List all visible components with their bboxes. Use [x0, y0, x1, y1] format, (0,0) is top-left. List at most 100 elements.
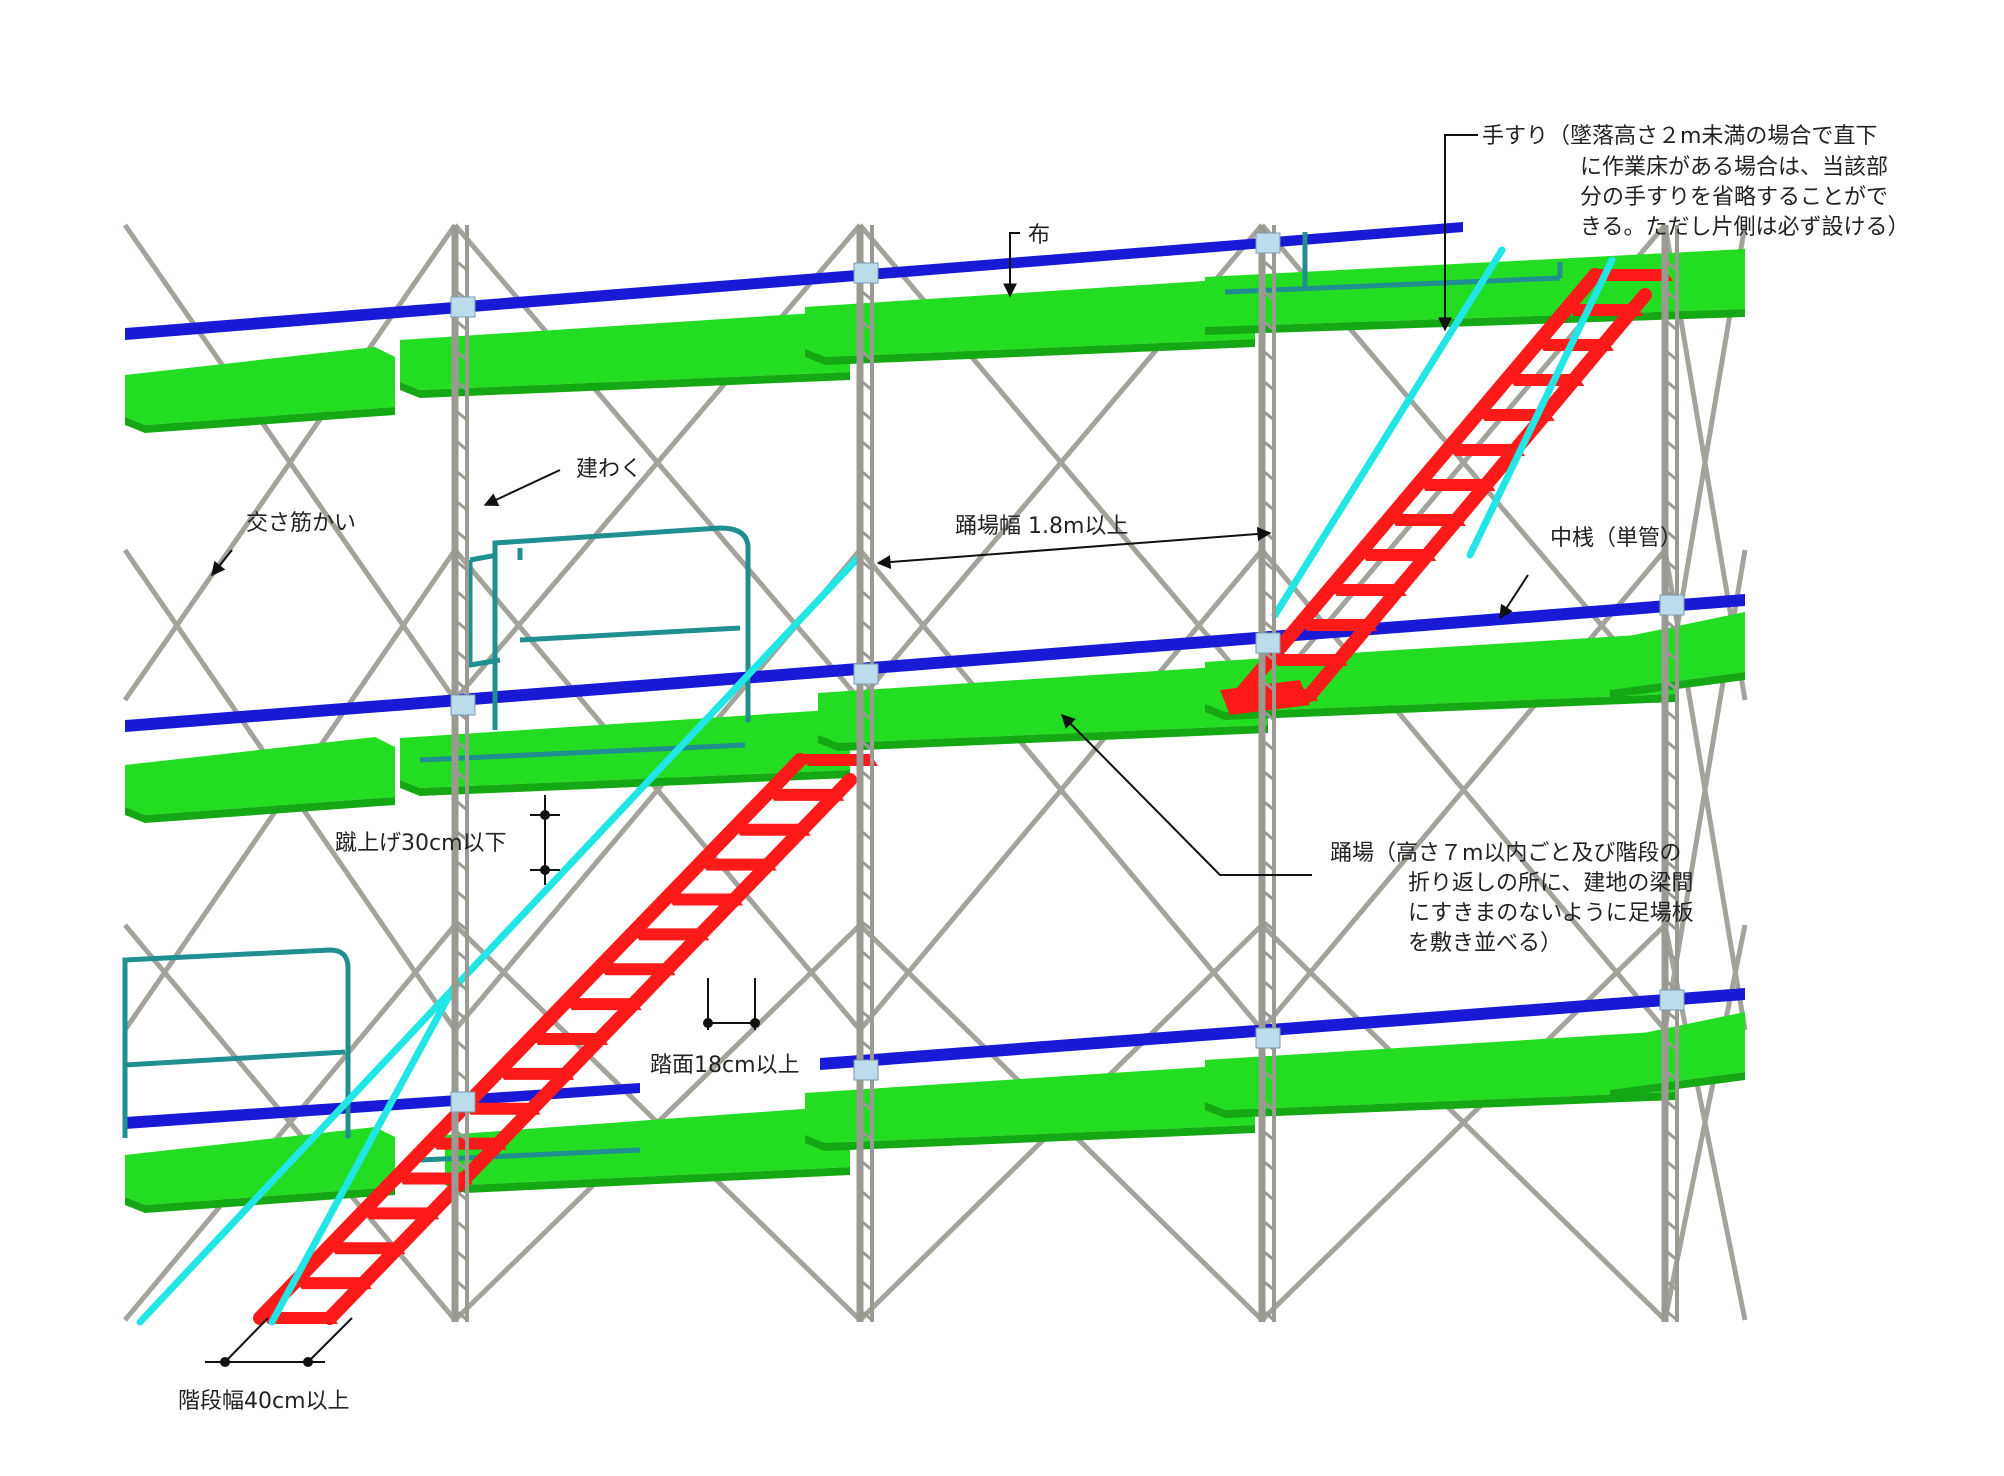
frame-rung-2-1100: [1261, 1098, 1275, 1112]
stair-upper-tread-3: [1328, 584, 1407, 596]
frame-rung-2-860: [1261, 858, 1275, 872]
deck-board-10: [445, 1107, 850, 1185]
cross-brace-21: [123, 923, 457, 1322]
frame-rung-0-770: [454, 768, 468, 782]
label-nuno: 布: [1028, 223, 1050, 248]
frame-rung-3-530: [1664, 528, 1678, 542]
deck-board-edge-2: [805, 339, 1255, 365]
deck-board-edge-4: [125, 797, 395, 823]
stair-width-dot-right: [303, 1357, 313, 1367]
frame-rung-3-350: [1664, 348, 1678, 362]
deck-board-4: [125, 737, 395, 815]
frame-rung-1-1130: [859, 1128, 873, 1142]
frame-rung-0-380: [454, 378, 468, 392]
frame-rung-0-980: [454, 978, 468, 992]
guard-frame-middle: [492, 525, 751, 730]
frame-rung-2-770: [1261, 768, 1275, 782]
deck-board-edge-0: [125, 407, 395, 433]
handrails: [136, 246, 1616, 1326]
frame-rung-2-1220: [1261, 1218, 1275, 1232]
frame-rung-1-950: [859, 948, 873, 962]
deck-board-1: [400, 312, 850, 390]
frame-rung-0-590: [454, 588, 468, 602]
stair-lower-tread-1: [293, 1277, 372, 1290]
leader-landing: [1061, 714, 1312, 876]
guard-frame-lower-inner: [124, 1049, 346, 1068]
label-landing-3: にすきまのないように足場板: [1408, 901, 1694, 926]
frame-rung-2-950: [1261, 948, 1275, 962]
stair-lower-tread-2: [327, 1242, 406, 1255]
handrail-upper-2: [1466, 256, 1616, 559]
frame-rung-1-290: [859, 288, 873, 302]
frame-rung-1-1100: [859, 1098, 873, 1112]
deck-board-6: [818, 665, 1268, 743]
frame-rung-0-500: [454, 498, 468, 512]
frame-rung-0-1280: [454, 1278, 468, 1292]
frame-rung-2-1160: [1261, 1158, 1275, 1172]
frame-rung-2-290: [1261, 288, 1275, 302]
frame-rung-3-1190: [1664, 1188, 1678, 1202]
guard-frames: [122, 232, 1563, 1163]
frame-rung-0-650: [454, 648, 468, 662]
frame-rung-1-470: [859, 468, 873, 482]
frame-rung-3-470: [1664, 468, 1678, 482]
stair-lower-tread-8: [530, 1033, 608, 1045]
frame-rung-0-410: [454, 408, 468, 422]
stair-upper-stringer-a: [1233, 268, 1602, 702]
frame-rung-1-1190: [859, 1188, 873, 1202]
frame-rung-3-1100: [1664, 1098, 1678, 1112]
deck-board-2: [805, 279, 1255, 357]
stair-width-tick-right: [307, 1317, 353, 1363]
handrail-lower-2: [268, 981, 459, 1326]
frame-rung-3-680: [1664, 678, 1678, 692]
stair-lower-tread-7: [496, 1067, 575, 1080]
frame-rung-1-1280: [859, 1278, 873, 1292]
frame-rung-3-920: [1664, 918, 1678, 932]
label-landing-2: 折り返しの所に、建地の梁間: [1408, 871, 1693, 896]
frame-rung-3-890: [1664, 888, 1678, 902]
frame-rung-0-1070: [454, 1068, 468, 1082]
frame-rung-1-1160: [859, 1158, 873, 1172]
stair-lower-tread-16: [800, 754, 878, 766]
frame-rung-2-320: [1261, 318, 1275, 332]
frame-rung-2-380: [1261, 378, 1275, 392]
frame-rung-1-650: [859, 648, 873, 662]
handrail-lower-1: [136, 554, 862, 1326]
stair-lower-tread-12: [665, 893, 743, 906]
frame-rung-3-260: [1664, 258, 1678, 272]
frame-rung-1-320: [859, 318, 873, 332]
frame-rung-0-1160: [454, 1158, 468, 1172]
frame-rung-0-470: [454, 468, 468, 482]
label-cross-brace: 交さ筋かい: [246, 511, 356, 536]
clamp-10: [1659, 989, 1685, 1011]
frame-rung-1-980: [859, 978, 873, 992]
frame-rung-1-830: [859, 828, 873, 842]
frame-rung-0-1190: [454, 1188, 468, 1202]
frame-rung-0-860: [454, 858, 468, 872]
frame-rung-3-320: [1664, 318, 1678, 332]
cross-brace-15: [858, 548, 1264, 1032]
frame-rung-0-1310: [454, 1308, 468, 1322]
clamp-8: [853, 1059, 879, 1081]
frame-rung-1-590: [859, 588, 873, 602]
frame-rung-1-530: [859, 528, 873, 542]
clamp-3: [450, 694, 476, 716]
frame-rung-1-860: [859, 858, 873, 872]
frame-rung-0-830: [454, 828, 468, 842]
stair-lower-tread-9: [563, 998, 642, 1011]
frame-rung-1-710: [859, 708, 873, 722]
clamp-2: [1255, 232, 1281, 254]
frame-rung-0-620: [454, 618, 468, 632]
frame-rung-0-440: [454, 438, 468, 452]
stair-lower-tread-6: [462, 1102, 541, 1115]
frame-rung-2-500: [1261, 498, 1275, 512]
frame-rung-1-500: [859, 498, 873, 512]
frame-rung-0-680: [454, 678, 468, 692]
frame-rung-3-560: [1664, 558, 1678, 572]
tread-dim-dot-left: [703, 1018, 713, 1028]
frame-rung-2-1250: [1261, 1248, 1275, 1262]
deck-board-edge-11: [805, 1125, 1255, 1151]
stair-lower-stringer-a: [253, 753, 807, 1325]
cross-brace-3: [453, 223, 862, 702]
frame-rung-3-1070: [1664, 1068, 1678, 1082]
